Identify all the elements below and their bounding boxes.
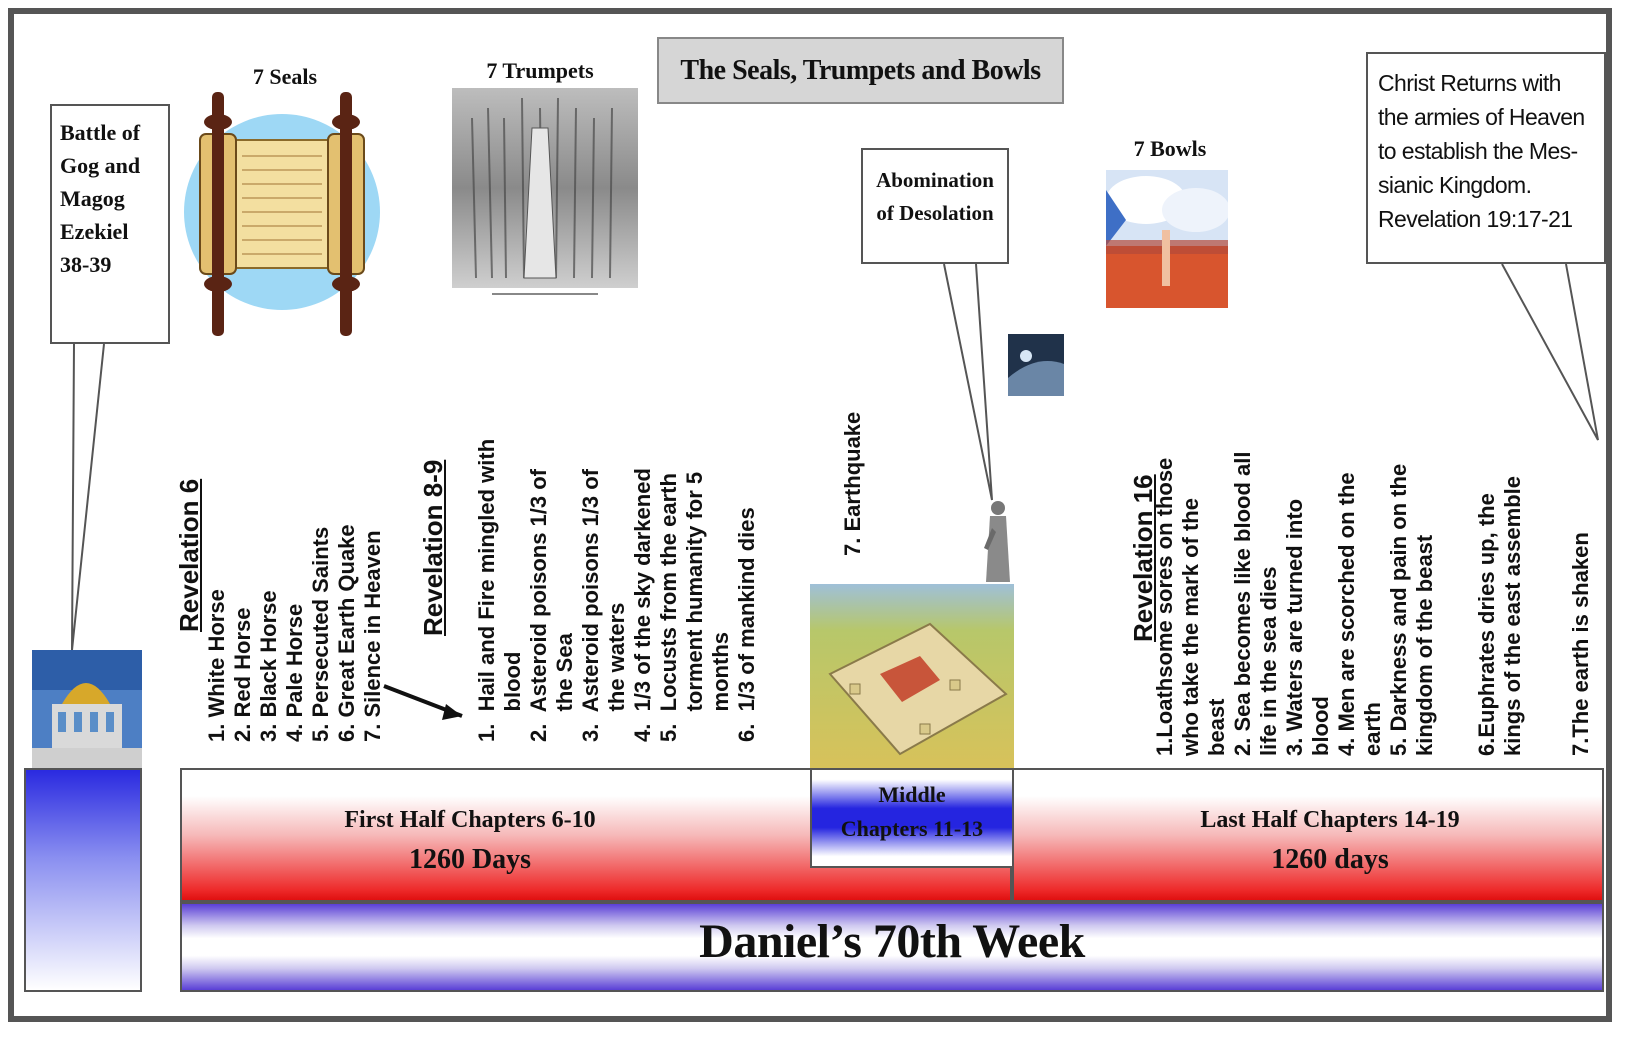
bowls-painting: [1106, 170, 1228, 308]
middle-title: Middle: [878, 782, 946, 807]
bowl-item: kings of the east assemble: [1500, 476, 1525, 756]
trumpet-item: 2. Asteroid poisons 1/3 of: [526, 468, 551, 742]
bowl-item: beast: [1204, 698, 1229, 756]
callout-line: Revelation 19:17-21: [1378, 206, 1573, 232]
trumpet-item: 6. 1/3 of mankind dies: [734, 507, 759, 742]
first-half-days: 1260 Days: [408, 844, 532, 875]
last-half-bar: [1012, 768, 1604, 902]
middle-chapters: Chapters 11-13: [840, 816, 984, 841]
trumpets-label: 7 Trumpets: [486, 58, 594, 83]
bowl-item: who take the mark of the: [1178, 498, 1203, 756]
bowl-item: 1.Loathsome sores on those: [1152, 457, 1177, 756]
christ-pointer: [1501, 263, 1599, 441]
bowl-item: earth: [1360, 702, 1385, 756]
seal-item: 3. Black Horse: [256, 590, 281, 742]
last-half-title: Last Half Chapters 14-19: [1200, 807, 1460, 833]
scroll-rod-left: [212, 92, 224, 336]
callout-line: the armies of Heaven: [1378, 104, 1585, 130]
callout-line: Battle of: [60, 120, 141, 145]
trumpets-heading: Revelation 8-9: [418, 459, 448, 636]
trumpet-item: 5. Locusts from the earth: [656, 473, 681, 742]
callout-christ-returns: Christ Returns with the armies of Heaven…: [1366, 52, 1606, 264]
seals-list: 1. White Horse 2. Red Horse 3. Black Hor…: [204, 524, 386, 742]
dome-of-rock-image: [32, 650, 142, 768]
engraving-central-figure: [523, 127, 557, 279]
callout-abomination: Abomination of Desolation: [861, 148, 1009, 264]
bowls-label: 7 Bowls: [1133, 136, 1207, 161]
bowl-item: blood: [1308, 696, 1333, 756]
seal-item: 2. Red Horse: [230, 607, 255, 743]
callout-gog-magog: Battle of Gog and Magog Ezekiel 38-39: [50, 104, 170, 344]
callout-line: sianic Kingdom.: [1378, 172, 1532, 198]
callout-line: of Desolation: [876, 201, 994, 225]
bowl-item: 2. Sea becomes like blood all: [1230, 451, 1255, 756]
callout-line: to establish the Mes-: [1378, 138, 1578, 164]
scroll-rod-right: [340, 92, 352, 336]
trumpet-item: blood: [500, 651, 525, 742]
first-half-label: First Half Chapters 6-10 1260 Days: [300, 800, 640, 880]
trumpets-engraving: [452, 88, 638, 295]
statue-figure: [984, 501, 1010, 582]
last-half-days: 1260 days: [1271, 844, 1389, 875]
seal-item: 7. Silence in Heaven: [360, 530, 385, 742]
diagram-title: The Seals, Trumpets and Bowls: [657, 37, 1064, 104]
bowl-item: life in the sea dies: [1256, 566, 1281, 756]
middle-label: Middle Chapters 11-13: [810, 778, 1014, 846]
trumpet-item: 4. 1/3 of the sky darkened: [630, 468, 655, 742]
bowl-item: 3. Waters are turned into: [1282, 498, 1307, 756]
left-blue-bar: [24, 768, 142, 992]
trumpets-list: 1. Hail and Fire mingled with blood 2. A…: [474, 439, 760, 742]
seal-item: 6. Great Earth Quake: [334, 524, 359, 742]
trumpet-item: torment humanity for 5: [682, 471, 707, 742]
callout-line: Gog and: [60, 153, 141, 178]
trumpet-item: 1. Hail and Fire mingled with: [474, 438, 499, 742]
seal-item: 4. Pale Horse: [282, 603, 307, 742]
seals-heading: Revelation 6: [174, 478, 204, 632]
scroll-parchment: [217, 139, 347, 269]
bowl-item: 6.Euphrates dries up, the: [1474, 493, 1499, 756]
seventieth-week-label: Daniel’s 70th Week: [699, 915, 1085, 968]
seals-label: 7 Seals: [252, 64, 318, 89]
last-half-label: Last Half Chapters 14-19 1260 days: [1150, 800, 1510, 880]
seal-item: 1. White Horse: [204, 589, 229, 742]
abomination-pointer: [943, 263, 993, 501]
scroll-illustration: [184, 92, 380, 336]
first-half-title: First Half Chapters 6-10: [344, 807, 596, 833]
trumpet-item: 3. Asteroid poisons 1/3 of: [578, 468, 603, 742]
seal-item: 5. Persecuted Saints: [308, 526, 333, 742]
bowl-item: 7.The earth is shaken: [1568, 532, 1593, 756]
sky-thumbnail: [1008, 334, 1064, 396]
trumpet-item: the waters: [604, 602, 629, 742]
callout-line: Abomination: [876, 168, 994, 192]
bowl-item: 4. Men are scorched on the: [1334, 472, 1359, 756]
bowl-item: 5. Darkness and pain on the: [1386, 463, 1411, 756]
bowls-seventh: 7.The earth is shaken: [1568, 532, 1594, 756]
bowl-item: kingdom of the beast: [1412, 534, 1437, 756]
bowls-list-a: 1.Loathsome sores on those who take the …: [1152, 452, 1438, 756]
gog-pointer: [71, 343, 105, 651]
trumpet-item: months: [708, 632, 733, 742]
callout-line: Christ Returns with: [1378, 70, 1561, 96]
bowls-list-b: 6.Euphrates dries up, the kings of the e…: [1474, 476, 1526, 756]
callout-line: 38-39: [60, 252, 112, 277]
middle-bar: [810, 768, 1014, 868]
callout-line: Magog: [60, 186, 125, 211]
trumpet-item: the Sea: [552, 633, 577, 742]
seventieth-week-bar: [180, 902, 1604, 992]
scroll-lines: [242, 155, 322, 255]
callout-line: Ezekiel: [60, 219, 129, 244]
temple-image: [810, 584, 1014, 770]
arrow-head: [442, 704, 462, 720]
trumpet-seventh: 7. Earthquake: [840, 411, 865, 556]
